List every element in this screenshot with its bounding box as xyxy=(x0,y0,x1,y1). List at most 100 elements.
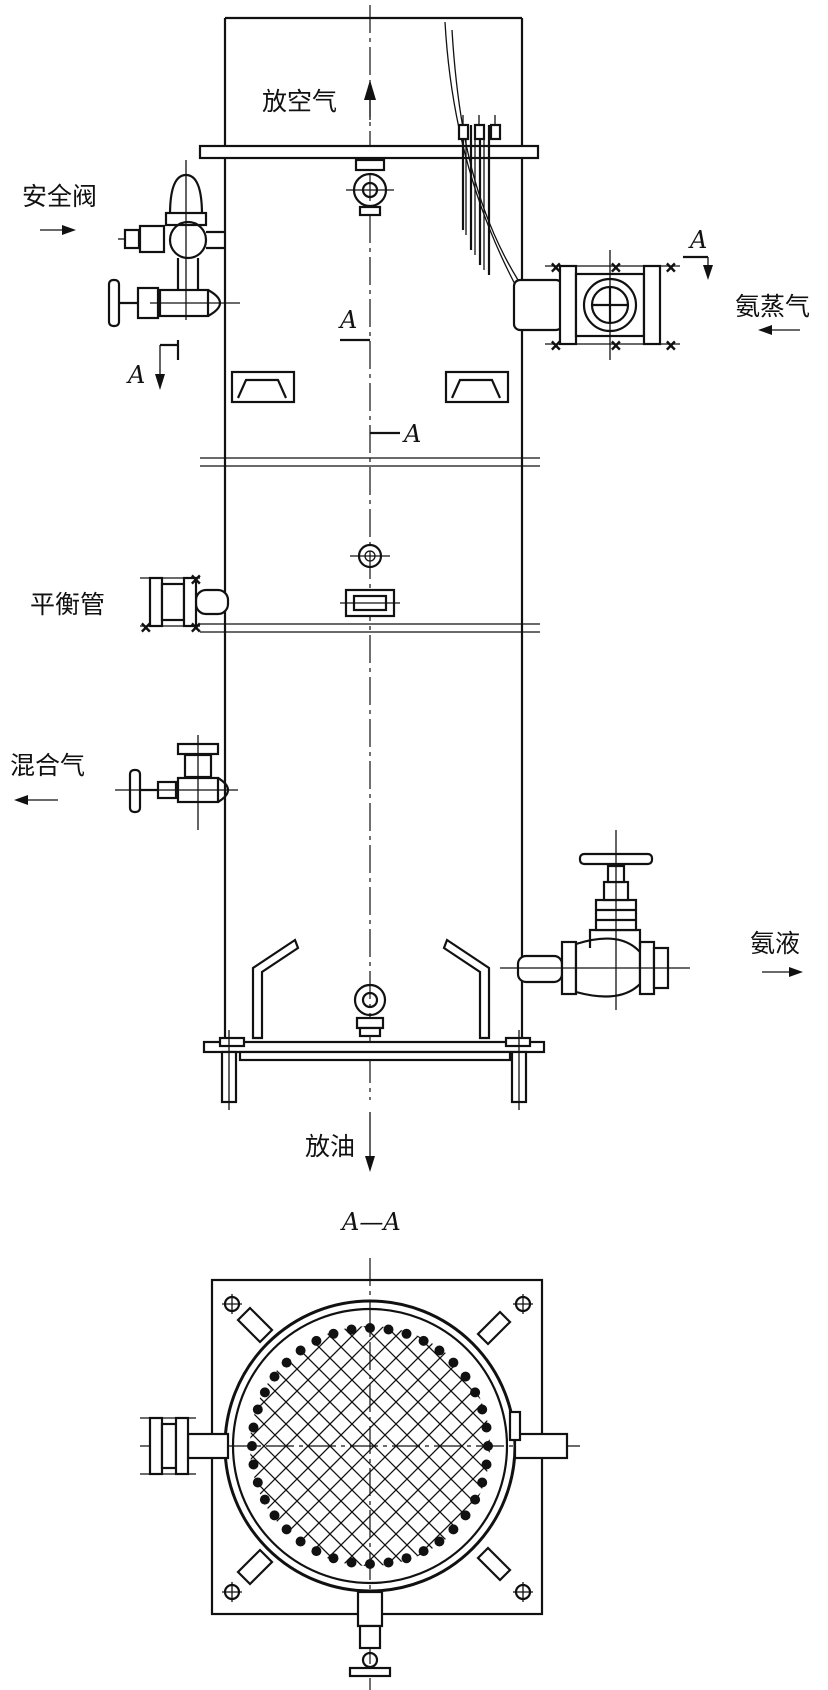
tube-dot xyxy=(365,1559,375,1569)
tube-dot xyxy=(328,1328,339,1339)
tube-dot xyxy=(269,1371,280,1382)
tube-dot xyxy=(401,1553,412,1564)
tube-dot xyxy=(247,1441,257,1451)
tube-dot xyxy=(477,1404,488,1415)
tube-dot xyxy=(470,1387,481,1398)
tube-dot xyxy=(460,1371,471,1382)
hatch-line xyxy=(250,1326,490,1566)
tube-dot xyxy=(418,1335,429,1346)
svg-text:×: × xyxy=(665,260,677,276)
hatch-line xyxy=(250,1326,490,1566)
section-right-nozzle xyxy=(508,1410,569,1460)
tube-dot xyxy=(269,1510,280,1521)
mixed-gas-label: 混合气 xyxy=(10,751,85,780)
ammonia-liquid-label-group: 氨液 xyxy=(750,929,803,977)
upper-flange-plate xyxy=(198,144,540,160)
tube-dot xyxy=(328,1553,339,1564)
bottom-support-plates xyxy=(251,938,491,1040)
vessel-shell xyxy=(200,16,540,1040)
tube-dot xyxy=(481,1422,492,1433)
tube-dot xyxy=(383,1324,394,1335)
hatch-line xyxy=(250,1326,465,1566)
tube-sheet-hatching xyxy=(250,1326,490,1566)
support-lugs xyxy=(236,1306,512,1586)
tube-dot xyxy=(295,1345,306,1356)
level-gauge-nozzle xyxy=(340,543,400,618)
anchor-bolt-holes xyxy=(222,1294,533,1602)
hatch-line xyxy=(250,1326,490,1566)
svg-text:×: × xyxy=(190,620,202,636)
oil-drain-arrow xyxy=(365,1112,375,1172)
section-mark-left: A xyxy=(126,340,180,390)
section-letter: A xyxy=(126,361,145,389)
tube-dot xyxy=(252,1477,263,1488)
svg-text:×: × xyxy=(550,260,562,276)
tube-dot xyxy=(281,1357,292,1368)
bottom-lifting-lug xyxy=(353,983,387,1038)
tube-dot xyxy=(418,1546,429,1557)
ammonia-liquid-label: 氨液 xyxy=(750,929,800,958)
section-left-nozzle xyxy=(140,1416,230,1476)
svg-text:×: × xyxy=(550,338,562,354)
tube-dot xyxy=(252,1404,263,1415)
hatch-line xyxy=(250,1326,490,1566)
oil-drain-label: 放油 xyxy=(305,1132,355,1161)
tube-dot xyxy=(311,1335,322,1346)
tube-dot xyxy=(460,1510,471,1521)
section-letter: A xyxy=(688,226,707,254)
tube-dot xyxy=(311,1546,322,1557)
tube-dot xyxy=(481,1459,492,1470)
ammonia-vapor-label-group: 氨蒸气 xyxy=(735,292,810,335)
safety-valve-label-group: 安全阀 xyxy=(22,182,97,235)
section-mark-center: A A xyxy=(338,306,421,448)
section-letter: A xyxy=(402,420,421,448)
balance-pipe-nozzle: × × × xyxy=(139,571,230,637)
top-lifting-lug xyxy=(346,158,394,217)
tube-dot xyxy=(434,1536,445,1547)
tube-dot xyxy=(448,1357,459,1368)
section-view-title: A—A xyxy=(340,1208,401,1236)
hatch-line xyxy=(261,1326,490,1566)
ammonia-vapor-label: 氨蒸气 xyxy=(735,292,810,321)
tube-dot xyxy=(365,1323,375,1333)
tube-dot xyxy=(448,1524,459,1535)
tube-ring-dots xyxy=(247,1323,493,1569)
tube-dot xyxy=(259,1494,270,1505)
tube-dot xyxy=(477,1477,488,1488)
tube-dot xyxy=(434,1345,445,1356)
svg-text:×: × xyxy=(665,338,677,354)
baffle-bracket-left xyxy=(230,370,296,404)
safety-valve-assembly xyxy=(107,160,240,328)
base-plate xyxy=(202,1030,546,1110)
tube-dot xyxy=(248,1459,259,1470)
svg-text:×: × xyxy=(610,338,622,354)
tube-dot xyxy=(470,1494,481,1505)
tube-dot xyxy=(346,1557,357,1568)
section-letter: A xyxy=(338,306,357,334)
tube-dot xyxy=(346,1324,357,1335)
section-bottom-nozzle xyxy=(348,1590,392,1678)
hatch-line xyxy=(250,1326,490,1566)
ammonia-liquid-valve xyxy=(500,830,690,1010)
tube-dot xyxy=(383,1557,394,1568)
baffle-bracket-right xyxy=(444,370,510,404)
mixed-gas-label-group: 混合气 xyxy=(10,751,85,805)
tube-dot xyxy=(483,1441,493,1451)
elevation-view: A 安全阀 放空气 × × × × × × xyxy=(10,5,810,1172)
hatch-line xyxy=(250,1326,487,1566)
section-mark-right: A xyxy=(683,226,713,280)
tube-dot xyxy=(295,1536,306,1547)
mixed-gas-valve xyxy=(115,735,238,830)
hatch-line xyxy=(250,1326,490,1566)
balance-pipe-label: 平衡管 xyxy=(30,590,105,619)
tube-dot xyxy=(259,1387,270,1398)
internal-tube-bundle xyxy=(444,21,519,291)
svg-text:×: × xyxy=(140,620,152,636)
hatch-line xyxy=(250,1326,490,1566)
tube-dot xyxy=(401,1328,412,1339)
tube-dot xyxy=(248,1422,259,1433)
vent-gas-label: 放空气 xyxy=(262,87,337,116)
svg-text:×: × xyxy=(190,572,202,588)
tube-dot xyxy=(281,1524,292,1535)
